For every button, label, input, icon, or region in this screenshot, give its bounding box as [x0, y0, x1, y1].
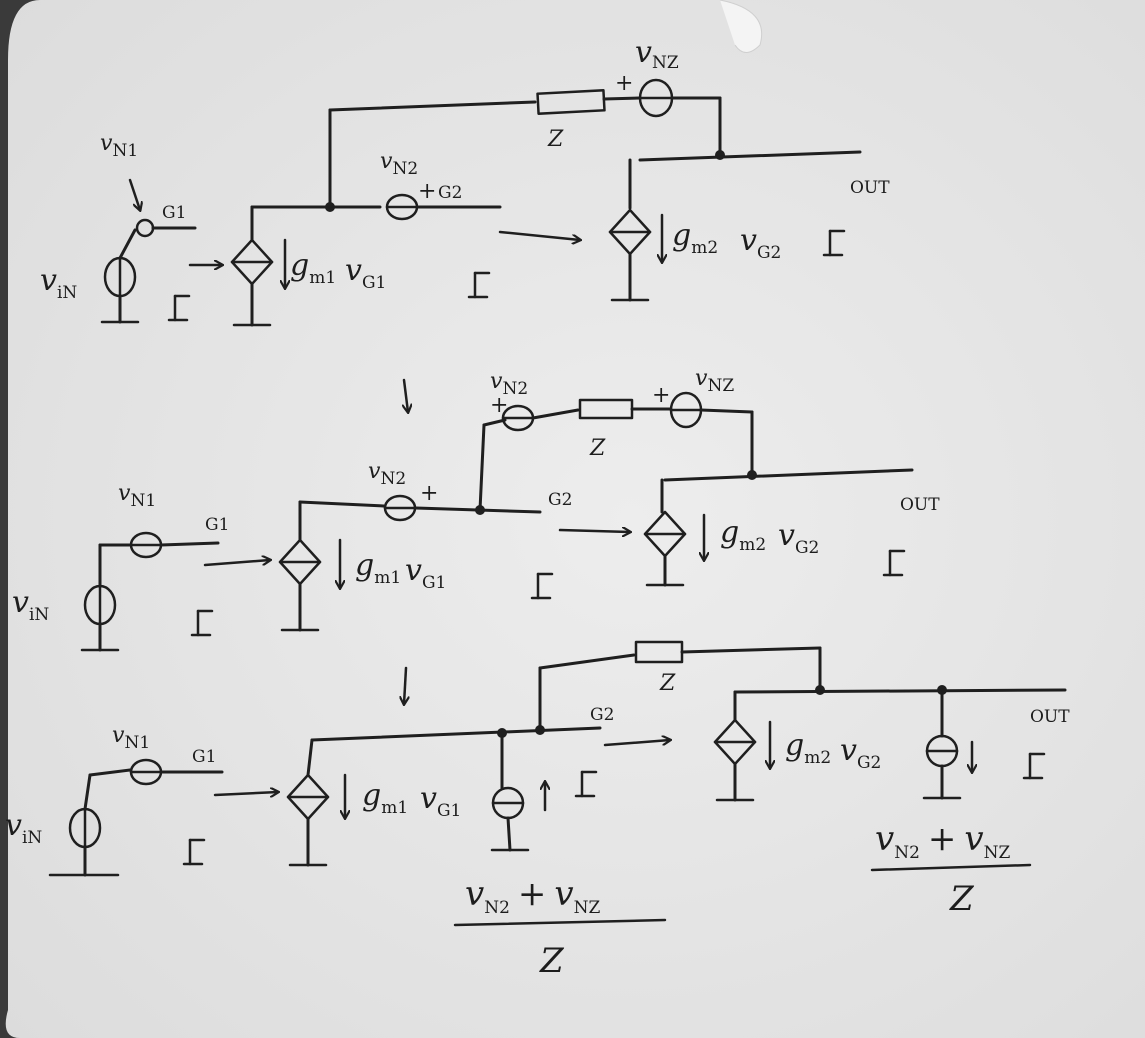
- z-label-3: Z: [659, 671, 676, 696]
- g1-label-1: G1: [162, 203, 186, 223]
- formula-numerator-1: vN2+vNZ: [465, 874, 601, 918]
- out-label-3: OUT: [1030, 707, 1070, 727]
- paper-sheet: [5, 0, 1145, 1038]
- fraction-bar-1: [453, 918, 667, 927]
- vn1-label-2: vN1: [118, 481, 156, 511]
- circuit-3: [48, 640, 1067, 877]
- z-label-2: Z: [589, 436, 606, 461]
- vg2-label-1: vG2: [740, 223, 781, 263]
- vn1-label-3: vN1: [112, 723, 150, 753]
- vg1-label-3: vG1: [420, 781, 461, 821]
- plus-sign-2a: +: [420, 481, 438, 506]
- paper-tear: [719, 0, 762, 53]
- plus-sign-2b: +: [490, 393, 508, 418]
- out-label-1: OUT: [850, 178, 890, 198]
- formula-numerator-2: vN2+vNZ: [875, 819, 1011, 863]
- transform-arrow-1: [404, 378, 408, 412]
- vn2-label-1: vN2: [380, 149, 418, 179]
- vg1-label-2: vG1: [405, 553, 446, 593]
- formula-denominator-1: Z: [539, 941, 565, 981]
- vn2-label-2b: vN2: [490, 369, 528, 399]
- circuit-1: [100, 78, 862, 327]
- gm1-label-2: gm1: [355, 548, 401, 588]
- vnz-label-2: vNZ: [695, 366, 734, 396]
- vin-label-3: viN: [5, 808, 42, 848]
- vg2-label-3: vG2: [840, 733, 881, 773]
- gm2-label-2: gm2: [720, 515, 766, 555]
- plus-sign-1a: +: [418, 179, 436, 204]
- transform-arrow-2: [404, 666, 406, 704]
- vin-label-2: viN: [12, 585, 49, 625]
- gm1-label-1: gm1: [290, 248, 336, 288]
- formula-denominator-2: Z: [949, 879, 975, 919]
- vin-label-1: viN: [40, 263, 77, 303]
- gm1-label-3: gm1: [362, 778, 408, 818]
- vn2-label-2: vN2: [368, 459, 406, 489]
- g2-label-1: G2: [438, 183, 462, 203]
- vg2-label-2: vG2: [778, 518, 819, 558]
- g2-label-3: G2: [590, 705, 614, 725]
- plus-sign-2c: +: [652, 383, 670, 408]
- g1-label-3: G1: [192, 747, 216, 767]
- circuit-2: [80, 391, 914, 652]
- gm2-label-1: gm2: [672, 218, 718, 258]
- out-label-2: OUT: [900, 495, 940, 515]
- gm2-label-3: gm2: [785, 728, 831, 768]
- plus-sign-1b: +: [615, 71, 633, 96]
- vn1-label-1: vN1: [100, 131, 138, 161]
- g1-label-2: G1: [205, 515, 229, 535]
- g2-label-2: G2: [548, 490, 572, 510]
- vnz-label-1: vNZ: [635, 35, 679, 73]
- fraction-bar-2: [870, 863, 1032, 872]
- z-label-1: Z: [547, 127, 564, 152]
- vg1-label-1: vG1: [345, 253, 386, 293]
